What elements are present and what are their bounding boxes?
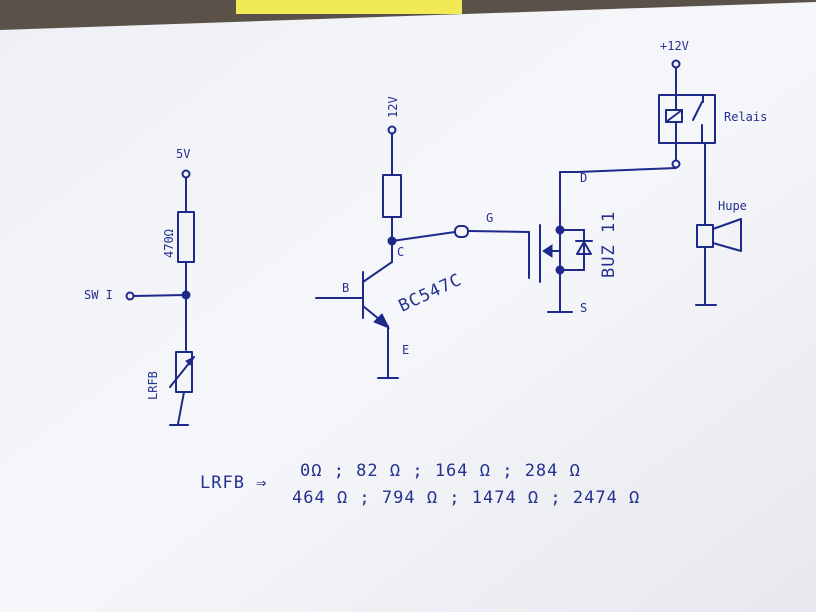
resistance-notes: LRFB ⇒ 0Ω ; 82 Ω ; 164 Ω ; 284 Ω 464 Ω ;… xyxy=(200,461,640,508)
label-hupe: Hupe xyxy=(718,199,747,213)
label-470: 470Ω xyxy=(162,229,176,258)
horn-cone xyxy=(712,218,742,252)
notes-line-1: 0Ω ; 82 Ω ; 164 Ω ; 284 Ω xyxy=(300,461,581,481)
relay-contact xyxy=(692,101,703,121)
label-5v: 5V xyxy=(176,147,190,161)
terminal-sw xyxy=(125,291,135,301)
relay-coil xyxy=(665,109,683,123)
label-lrfb: LRFB xyxy=(146,371,160,400)
divider-circuit: 5V 470Ω SW I LRFB xyxy=(84,147,196,426)
label-d: D xyxy=(580,171,587,185)
emitter-arrow xyxy=(373,313,391,329)
label-c: C xyxy=(397,245,404,259)
body-diode xyxy=(576,241,592,255)
label-s: S xyxy=(580,301,587,315)
relay-circuit: +12V Relais Hupe xyxy=(658,39,767,306)
label-b: B xyxy=(342,281,349,295)
label-plus12v: +12V xyxy=(660,39,689,53)
sticky-note xyxy=(236,0,462,14)
notes-line-2: 464 Ω ; 794 Ω ; 1474 Ω ; 2474 Ω xyxy=(292,488,640,508)
mosfet-circuit: D BUZ 11 S xyxy=(539,167,677,315)
label-buz11: BUZ 11 xyxy=(599,211,619,278)
label-12v: 12V xyxy=(386,96,400,118)
label-g: G xyxy=(486,211,493,225)
label-sw: SW I xyxy=(84,288,113,302)
label-relais: Relais xyxy=(724,110,767,124)
label-e: E xyxy=(402,343,409,357)
notes-lrfb: LRFB ⇒ xyxy=(200,473,267,493)
relay-box xyxy=(658,94,716,144)
